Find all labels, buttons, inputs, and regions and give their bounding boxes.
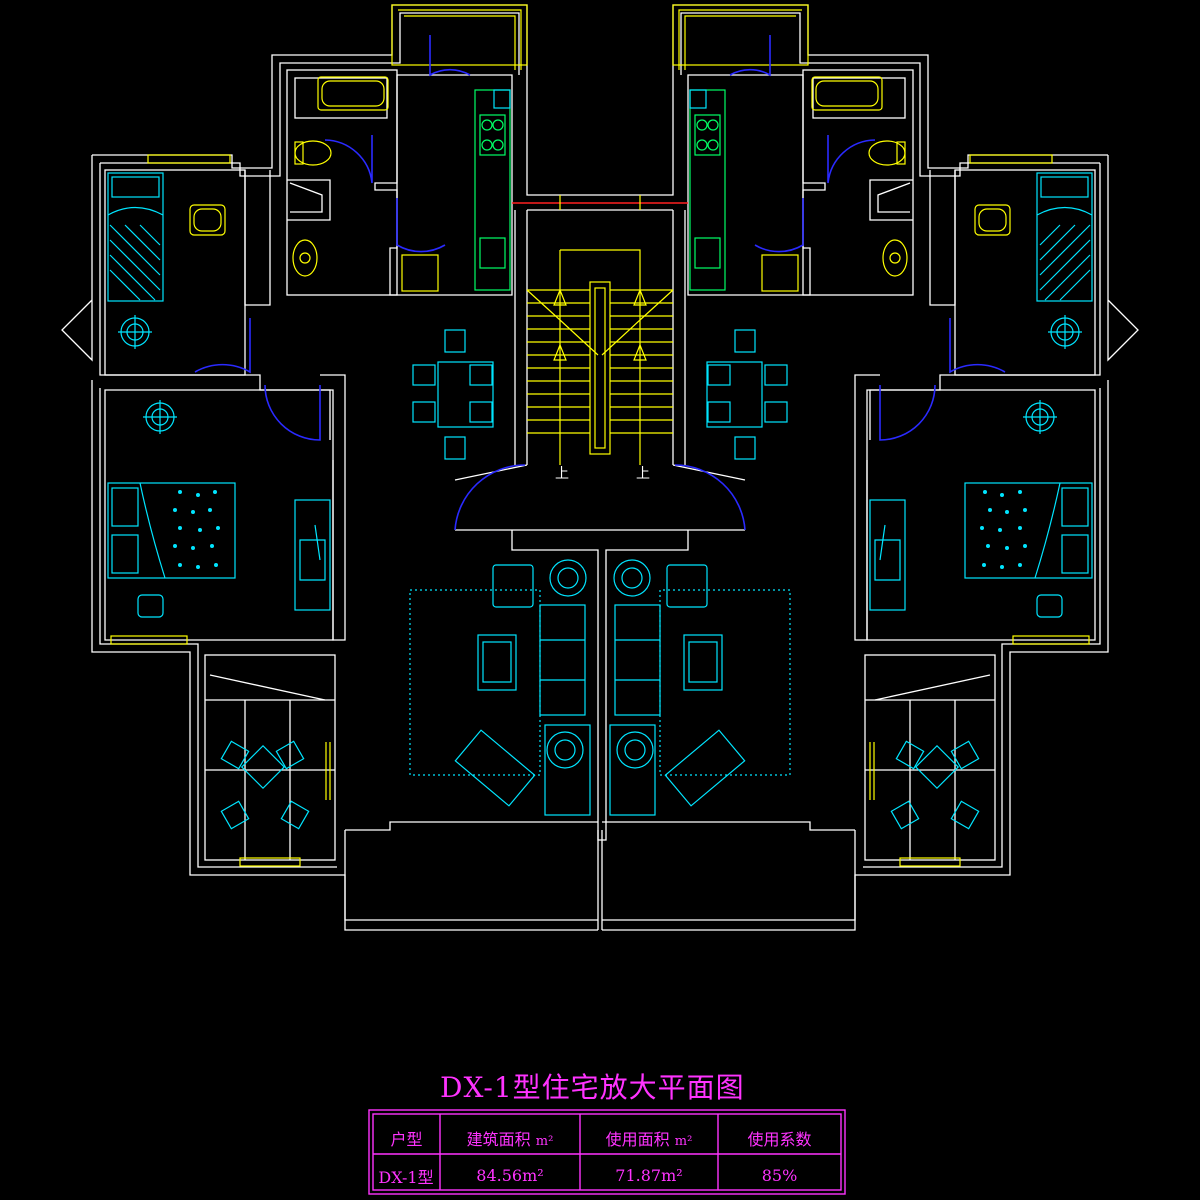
header-building-area-label: 建筑面积 xyxy=(466,1130,531,1149)
stair-label-up-right: 上 xyxy=(636,466,650,482)
stair-label-up-left: 上 xyxy=(555,466,569,482)
header-building-area-unit: m² xyxy=(535,1134,554,1149)
drawing-title: DX-1型住宅放大平面图 xyxy=(440,1071,745,1104)
right-unit xyxy=(602,4,1139,931)
header-usable-area: 使用面积 m² xyxy=(580,1126,718,1150)
header-usage-ratio: 使用系数 xyxy=(747,1130,812,1149)
header-usable-area-label: 使用面积 xyxy=(605,1130,670,1149)
header-unit-type: 户型 xyxy=(390,1130,423,1149)
header-building-area: 建筑面积 m² xyxy=(440,1126,580,1150)
row-building-area: 84.56m² xyxy=(476,1166,544,1185)
area-table-frame xyxy=(368,1109,846,1195)
header-usable-area-unit: m² xyxy=(674,1134,693,1149)
area-table: 户型 建筑面积 m² 使用面积 m² 使用系数 DX-1型 84.56m² 71… xyxy=(369,1110,845,1194)
row-usable-area: 71.87m² xyxy=(615,1166,683,1185)
bed-pattern-dots xyxy=(173,490,1027,569)
row-unit-type: DX-1型 xyxy=(378,1168,434,1187)
row-usage-ratio: 85% xyxy=(761,1166,798,1185)
stairwell: 上 上 xyxy=(454,194,746,930)
left-unit xyxy=(61,4,598,931)
